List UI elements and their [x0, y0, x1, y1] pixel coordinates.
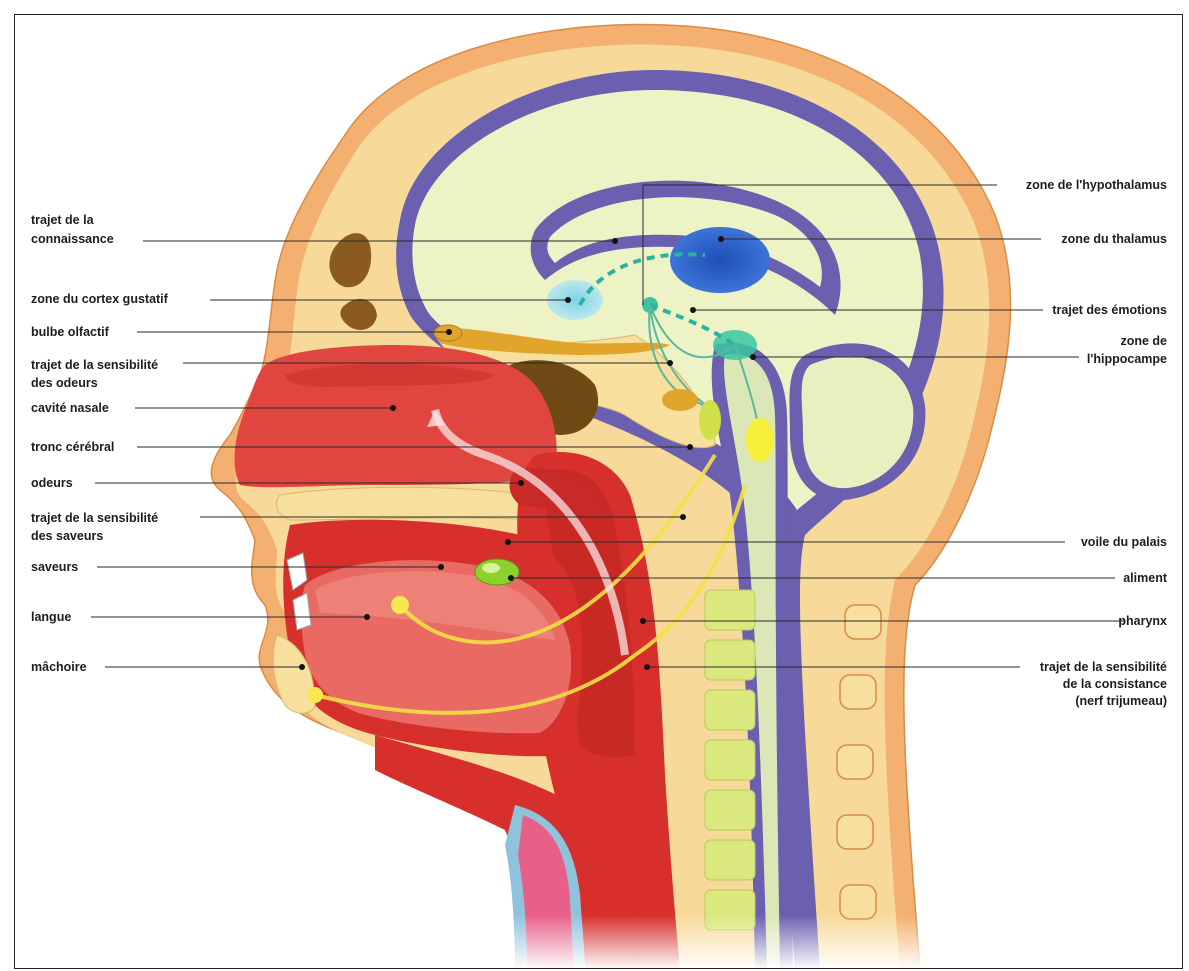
- label-zone-hippocampe-1: zone de: [1120, 334, 1167, 348]
- label-pharynx: pharynx: [1118, 614, 1167, 628]
- label-machoire: mâchoire: [31, 660, 87, 674]
- label-saveurs: saveurs: [31, 560, 78, 574]
- label-cavite-nasale: cavité nasale: [31, 401, 109, 415]
- label-sensibilite-saveurs-2: des saveurs: [31, 529, 103, 543]
- right-labels: zone de l'hypothalamus zone du thalamus …: [1026, 178, 1168, 708]
- diagram-frame: trajet de la connaissance zone du cortex…: [14, 14, 1183, 969]
- label-tronc-cerebral: tronc cérébral: [31, 440, 114, 454]
- label-langue: langue: [31, 610, 71, 624]
- label-zone-hypothalamus: zone de l'hypothalamus: [1026, 178, 1167, 192]
- label-odeurs: odeurs: [31, 476, 73, 490]
- head-anatomy-illustration: trajet de la connaissance zone du cortex…: [15, 15, 1183, 969]
- label-zone-thalamus: zone du thalamus: [1061, 232, 1167, 246]
- food-bolus: [475, 559, 519, 585]
- label-consistance-3: (nerf trijumeau): [1075, 694, 1167, 708]
- label-aliment: aliment: [1123, 571, 1168, 585]
- label-trajet-connaissance-2: connaissance: [31, 232, 114, 246]
- label-bulbe-olfactif: bulbe olfactif: [31, 325, 110, 339]
- label-zone-cortex-gustatif: zone du cortex gustatif: [31, 292, 169, 306]
- hard-palate: [277, 487, 539, 520]
- label-zone-hippocampe-2: l'hippocampe: [1087, 352, 1167, 366]
- left-labels: trajet de la connaissance zone du cortex…: [31, 213, 169, 674]
- label-consistance-1: trajet de la sensibilité: [1040, 660, 1167, 674]
- label-sensibilite-odeurs-1: trajet de la sensibilité: [31, 358, 158, 372]
- label-voile-palais: voile du palais: [1081, 535, 1167, 549]
- vertebrae: [705, 590, 755, 930]
- label-trajet-connaissance-1: trajet de la: [31, 213, 95, 227]
- label-trajet-emotions: trajet des émotions: [1052, 303, 1167, 317]
- label-sensibilite-odeurs-2: des odeurs: [31, 376, 98, 390]
- label-consistance-2: de la consistance: [1063, 677, 1167, 691]
- label-sensibilite-saveurs-1: trajet de la sensibilité: [31, 511, 158, 525]
